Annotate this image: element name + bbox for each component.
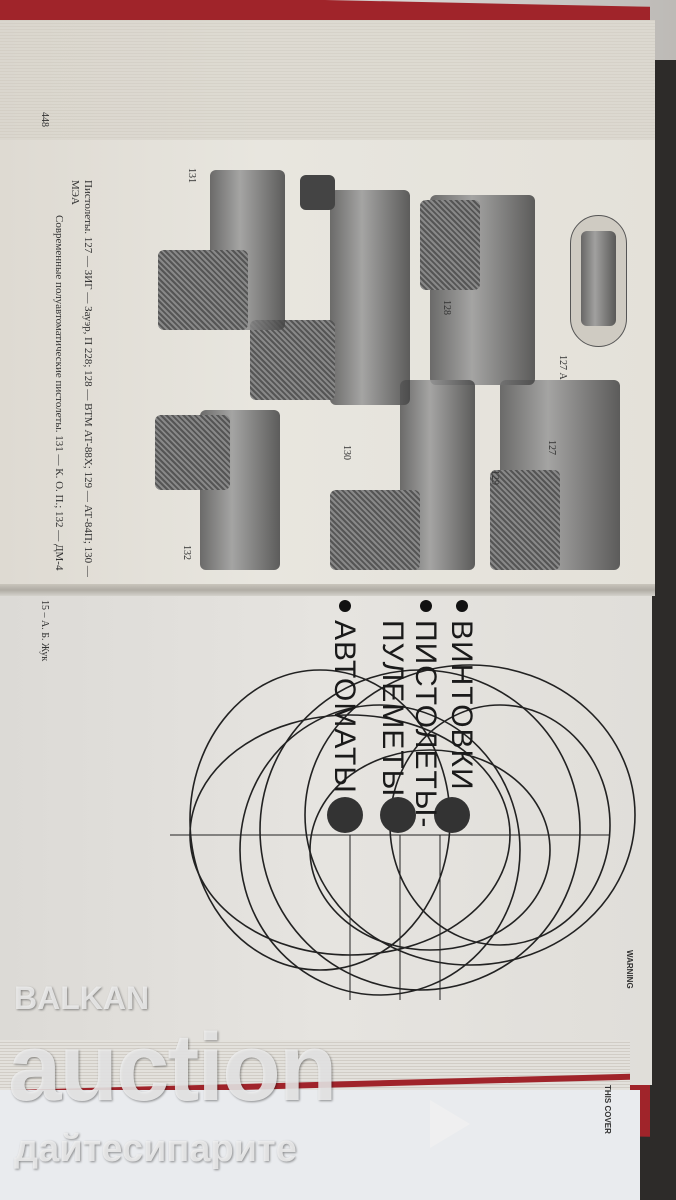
circle: [239, 704, 521, 996]
circle: [304, 664, 636, 966]
figure-label-129: 129: [489, 470, 500, 485]
logo-circle-3: [327, 797, 363, 833]
figure-label-132: 132: [181, 545, 192, 560]
watermark-balkan: BALKAN: [14, 980, 150, 1016]
right-page: [0, 590, 652, 1085]
figure-label-130: 130: [341, 445, 352, 460]
page-number: 448: [39, 112, 50, 127]
page-footer: 15 – А. Б. Жук: [39, 600, 50, 662]
magazine-detail: [300, 175, 335, 210]
pistol-131-grip: [158, 250, 248, 330]
play-icon: [430, 1100, 470, 1148]
watermark-auction: auction: [8, 1014, 337, 1121]
heading-submachine-guns: ПИСТОЛЕТЫ-ПУЛЕМЕТЫ: [376, 620, 442, 829]
pistol-130-grip: [250, 320, 335, 400]
figure-127a-inset: [570, 215, 627, 347]
watermark-tagline: дайтесипарите: [14, 1128, 297, 1170]
figure-label-127a: 127 А: [557, 355, 568, 380]
caption-line-2: Современные полуавтоматические пистолеты…: [53, 215, 65, 571]
circle: [309, 749, 551, 951]
heading-rifles: ВИНТОВКИ: [445, 620, 478, 791]
cover-this-cover-text: THIS COVER: [603, 1085, 612, 1134]
pistol-127-grip: [490, 470, 560, 570]
logo-circle-2: [380, 797, 416, 833]
figure-label-131: 131: [186, 168, 197, 183]
pistol-132-grip: [155, 415, 230, 490]
bullet-2: [420, 600, 432, 612]
dust-cover: [0, 1090, 640, 1200]
figure-label-128: 128: [441, 300, 452, 315]
bullet-1: [456, 600, 468, 612]
pistol-128-grip: [420, 200, 480, 290]
circles-diagram: [170, 664, 636, 1000]
book-gutter: [0, 584, 655, 596]
caption-line-1: Пистолеты. 127 — ЗИГ — Зауэр, П 228; 128…: [69, 180, 94, 577]
pistol-130: [330, 190, 410, 405]
bullet-3: [339, 600, 351, 612]
page-edges-top: [0, 20, 655, 140]
pistol-129-grip: [330, 490, 420, 570]
logo-circle-1: [434, 797, 470, 833]
figure-label-127: 127: [546, 440, 557, 455]
circle: [259, 669, 581, 991]
heading-assault-rifles: АВТОМАТЫ: [328, 620, 361, 794]
cover-warning-text: WARNING: [625, 950, 634, 989]
